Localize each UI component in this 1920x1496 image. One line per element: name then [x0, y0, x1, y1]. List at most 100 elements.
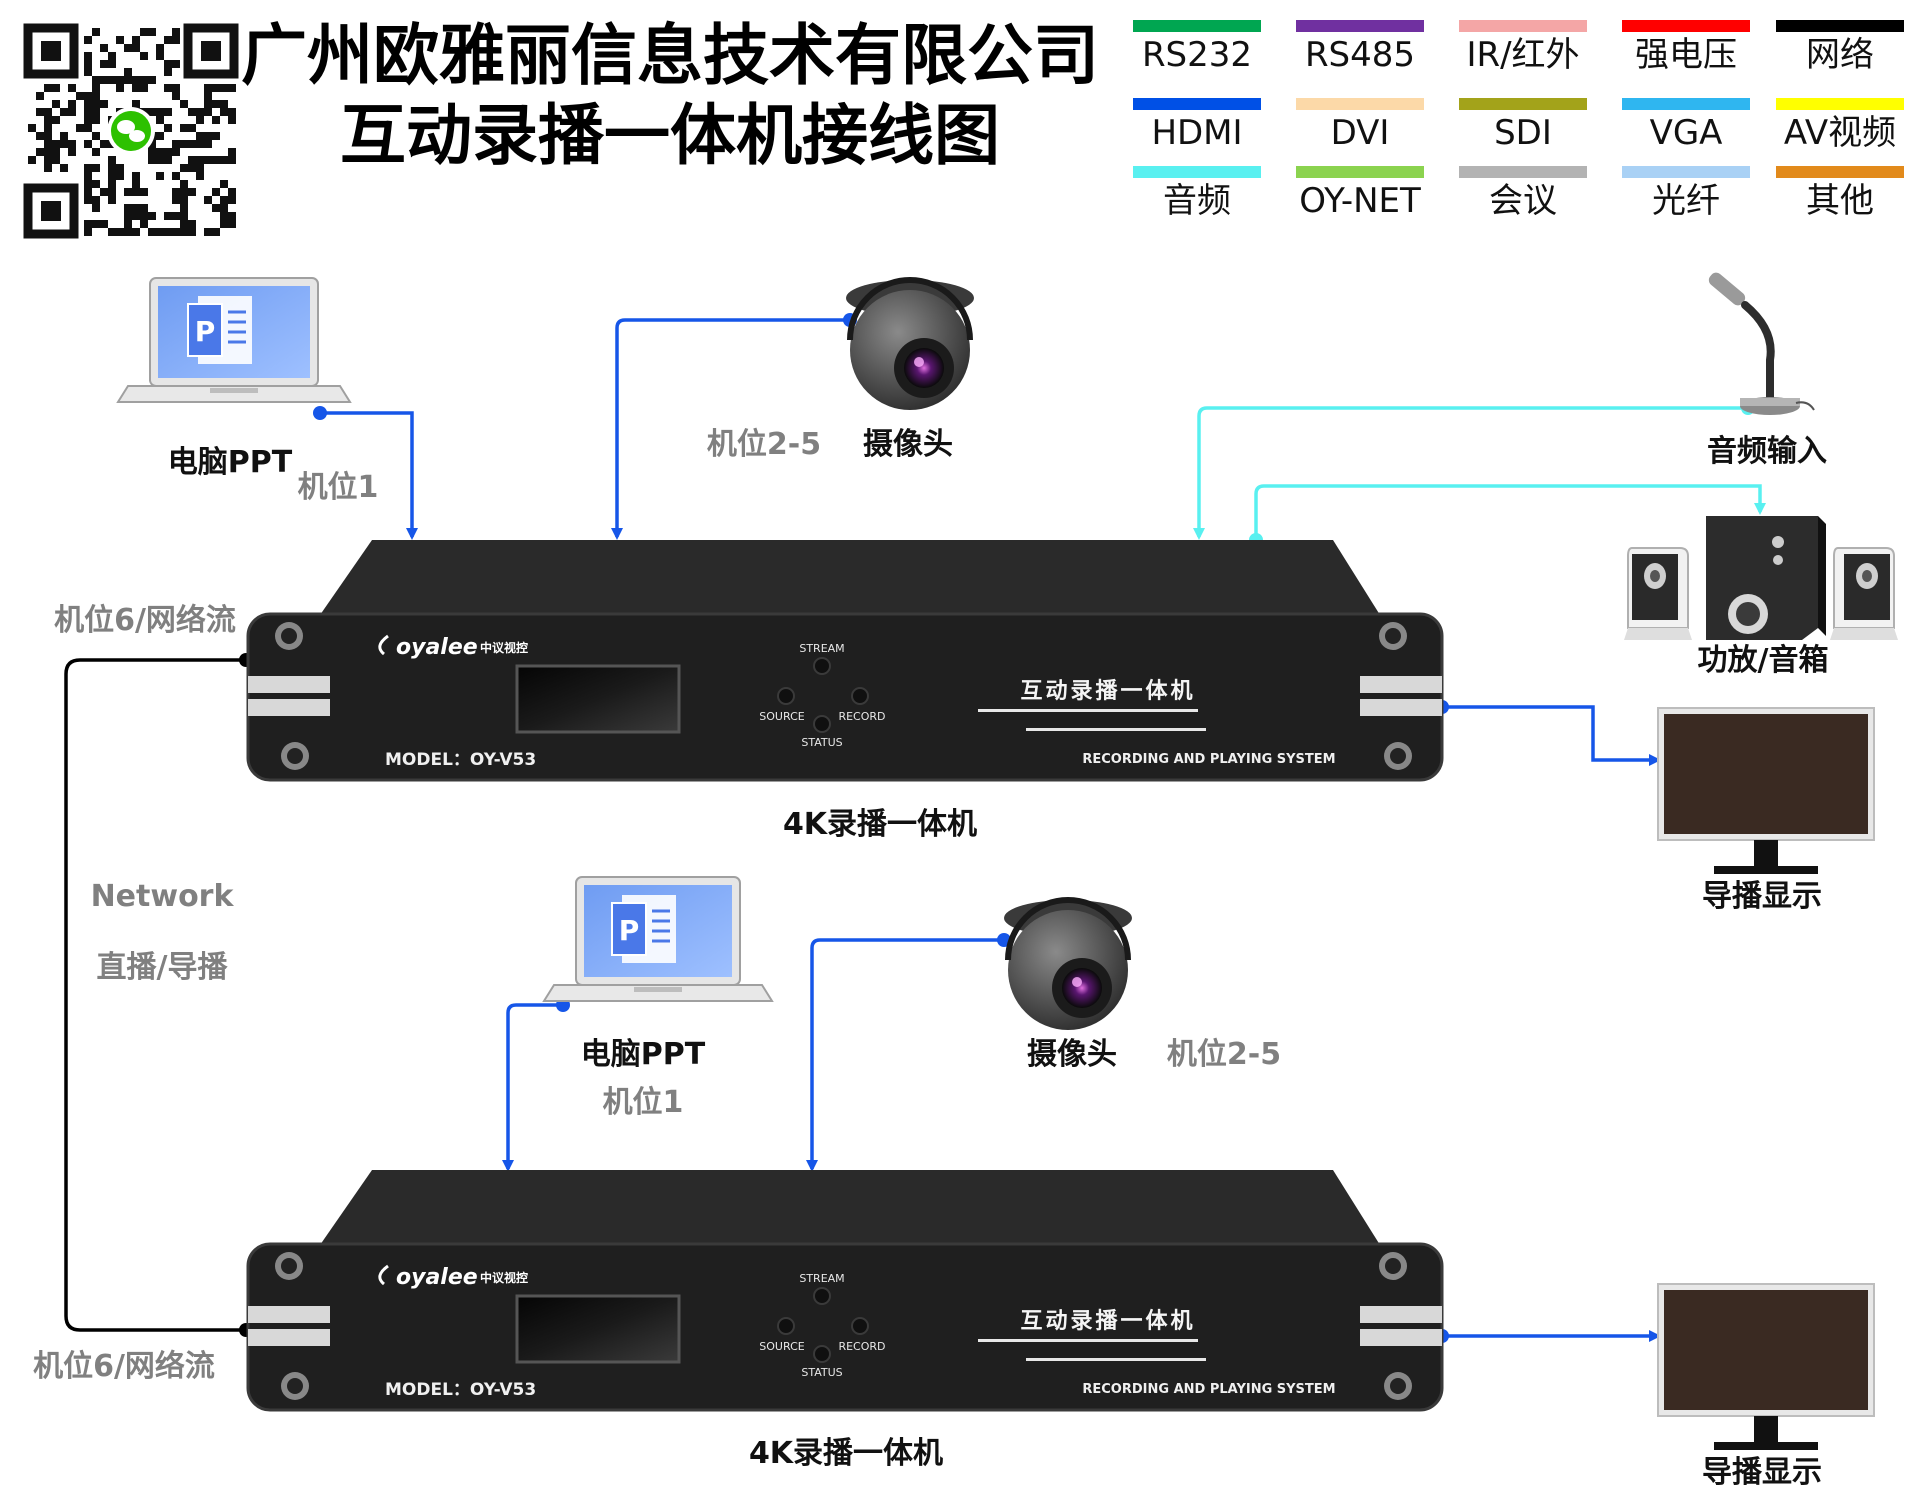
label-amplifier: 功放/音箱: [1698, 643, 1829, 678]
status-button[interactable]: [813, 1345, 831, 1363]
legend-swatch: [1459, 98, 1587, 110]
legend-label: 光纤: [1652, 181, 1720, 221]
legend-label: VGA: [1650, 113, 1723, 153]
label-camera-top: 摄像头: [863, 427, 953, 462]
brand-logo: oyalee 中议视控: [378, 1264, 528, 1290]
legend-swatch: [1296, 166, 1424, 178]
source-label: SOURCE: [759, 1340, 804, 1353]
audio-cable-mic: [1193, 406, 1748, 540]
source-button[interactable]: [777, 1317, 795, 1335]
legend-swatch: [1133, 166, 1261, 178]
legend-swatch: [1296, 20, 1424, 32]
lcd-display: [515, 1294, 681, 1364]
hdmi-cable-camera-bottom: [806, 938, 1004, 1172]
hdmi-cable-pc-top: [320, 411, 418, 540]
speaker-system-icon: [1624, 516, 1898, 640]
label-position6-top: 机位6/网络流: [54, 603, 236, 638]
stream-button[interactable]: [813, 657, 831, 675]
panel-model: MODEL：OY-V53: [385, 1380, 536, 1400]
stream-button[interactable]: [813, 1287, 831, 1305]
legend-swatch: [1133, 98, 1261, 110]
legend-label: SDI: [1494, 113, 1552, 153]
source-button[interactable]: [777, 687, 795, 705]
title-line2: 互动录播一体机接线图: [340, 97, 1000, 174]
record-label: RECORD: [838, 1340, 885, 1353]
legend-swatch: [1776, 166, 1904, 178]
label-network: Network: [91, 879, 235, 914]
label-monitor-bottom: 导播显示: [1702, 1455, 1822, 1490]
recorder-device-bottom: oyalee 中议视控 STREAM SOURCE RECORD STATUS …: [246, 1170, 1444, 1412]
status-button[interactable]: [813, 715, 831, 733]
record-label: RECORD: [838, 710, 885, 723]
monitor-bottom: [1657, 1283, 1875, 1450]
legend-label: RS232: [1142, 35, 1252, 75]
legend-swatch: [1622, 98, 1750, 110]
legend-label: OY-NET: [1299, 181, 1421, 221]
powerpoint-icon: P: [611, 895, 676, 963]
svg-text:oyalee: oyalee: [396, 635, 478, 660]
hdmi-cable-pc-bottom: [502, 1003, 563, 1172]
dome-camera-bottom: [1004, 897, 1132, 1030]
legend-swatch: [1776, 98, 1904, 110]
legend-swatch: [1133, 20, 1261, 32]
svg-text:中议视控: 中议视控: [480, 640, 528, 655]
title-line1: 广州欧雅丽信息技术有限公司: [241, 17, 1099, 94]
hdmi-cable-camera-top: [611, 318, 850, 540]
stream-label: STREAM: [799, 1272, 844, 1285]
legend-label: AV视频: [1784, 113, 1896, 153]
legend-label: RS485: [1305, 35, 1415, 75]
stream-label: STREAM: [799, 642, 844, 655]
label-position1-top: 机位1: [298, 470, 379, 505]
label-pc-top: 电脑PPT: [168, 445, 293, 480]
status-label: STATUS: [801, 736, 842, 749]
powerpoint-icon: P: [187, 296, 252, 364]
lcd-display: [515, 664, 681, 734]
legend-label: HDMI: [1151, 113, 1242, 153]
legend-label: 会议: [1489, 181, 1557, 221]
brand-logo: oyalee 中议视控: [378, 634, 528, 660]
panel-system: RECORDING AND PLAYING SYSTEM: [1082, 752, 1335, 767]
svg-text:P: P: [619, 914, 640, 947]
label-monitor-top: 导播显示: [1702, 879, 1822, 914]
label-camera-bottom: 摄像头: [1027, 1037, 1117, 1072]
legend-swatch: [1776, 20, 1904, 32]
label-device-top: 4K录播一体机: [783, 807, 977, 842]
qr-code: [23, 23, 239, 239]
status-label: STATUS: [801, 1366, 842, 1379]
panel-product-name: 互动录播一体机: [1020, 1309, 1195, 1334]
laptop-bottom: P: [542, 876, 774, 1002]
record-button[interactable]: [851, 687, 869, 705]
microphone-icon: [1708, 272, 1815, 415]
legend-swatch: [1459, 20, 1587, 32]
label-audio-input: 音频输入: [1707, 434, 1827, 469]
legend-label: 其他: [1806, 181, 1874, 221]
label-position6-bottom: 机位6/网络流: [33, 1349, 215, 1384]
label-position25-bottom: 机位2-5: [1167, 1037, 1281, 1072]
legend-swatch: [1622, 20, 1750, 32]
record-button[interactable]: [851, 1317, 869, 1335]
label-device-bottom: 4K录播一体机: [749, 1436, 943, 1471]
legend-label: 音频: [1163, 181, 1231, 221]
label-position25-top: 机位2-5: [707, 427, 821, 462]
label-live-broadcast: 直播/导播: [97, 950, 229, 985]
cables: [64, 318, 1766, 1342]
svg-text:oyalee: oyalee: [396, 1265, 478, 1290]
hdmi-cable-monitor-top: [1442, 705, 1661, 766]
network-cable: [64, 658, 246, 1332]
legend-label: 强电压: [1635, 35, 1737, 75]
legend-swatch: [1622, 166, 1750, 178]
legend-label: 网络: [1806, 35, 1874, 75]
audio-cable-speaker: [1254, 484, 1766, 540]
panel-model: MODEL：OY-V53: [385, 750, 536, 770]
legend-swatch: [1459, 166, 1587, 178]
panel-system: RECORDING AND PLAYING SYSTEM: [1082, 1382, 1335, 1397]
recorder-device-top: oyalee 中议视控 STREAM SOURCE RECORD STATUS …: [246, 540, 1444, 782]
source-label: SOURCE: [759, 710, 804, 723]
dome-camera-top: [846, 277, 974, 410]
label-position1-bottom: 机位1: [603, 1085, 684, 1120]
legend-label: IR/红外: [1466, 35, 1579, 75]
laptop-top: P: [116, 277, 352, 403]
legend-swatch: [1296, 98, 1424, 110]
